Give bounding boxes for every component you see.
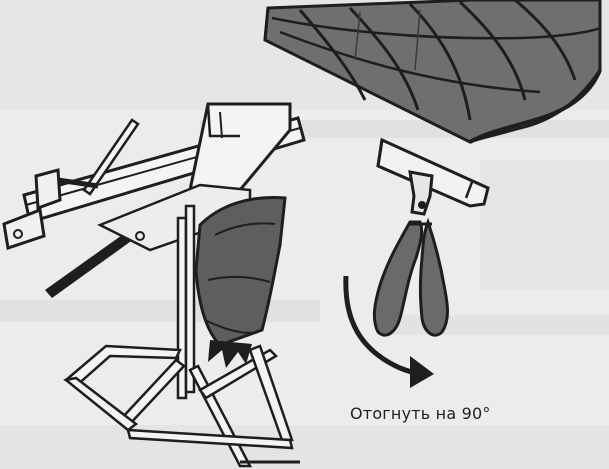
caption-bend-90: Отогнуть на 90° xyxy=(350,404,491,423)
